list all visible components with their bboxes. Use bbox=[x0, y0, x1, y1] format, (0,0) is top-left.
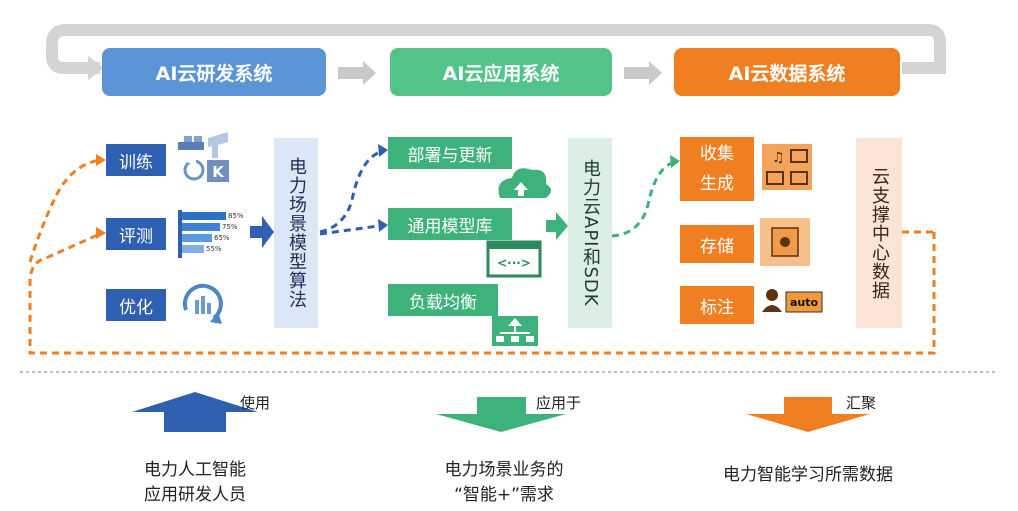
svg-text:♫: ♫ bbox=[772, 150, 785, 166]
data-step-label: 标注 bbox=[680, 286, 754, 324]
bar-label-75: 75% bbox=[222, 223, 238, 231]
svg-text:<···>: <···> bbox=[497, 256, 531, 270]
optimize-icon bbox=[182, 283, 223, 324]
footer-middle-label: 应用于 bbox=[536, 394, 582, 412]
green-dashed bbox=[611, 161, 673, 238]
gray-arrow-2 bbox=[624, 61, 662, 85]
media-files-icon: ♫ bbox=[762, 144, 812, 190]
footer-down-arrow-orange bbox=[746, 397, 870, 432]
orange-head-2 bbox=[96, 227, 106, 239]
bar-label-55: 55% bbox=[206, 245, 222, 253]
step-optimization: 优化 bbox=[106, 289, 166, 321]
header-research: AI云研发系统 bbox=[102, 48, 326, 96]
footer-right-caption: 电力智能学习所需数据 bbox=[723, 465, 893, 485]
footer-up-arrow bbox=[132, 392, 258, 432]
blue-dashed-1 bbox=[319, 150, 381, 234]
auto-badge: auto bbox=[790, 296, 819, 309]
blue-arrow bbox=[250, 216, 274, 248]
bar-chart-icon bbox=[178, 210, 226, 258]
data-step-collect: 收集生成 bbox=[680, 137, 754, 201]
orange-dashed-curve-1 bbox=[28, 158, 101, 263]
bar-label-85: 85% bbox=[228, 212, 244, 220]
k-badge: K bbox=[212, 163, 225, 181]
footer-middle-caption-1: 电力场景业务的 bbox=[444, 460, 564, 480]
data-step-storage: 存储 bbox=[680, 225, 754, 263]
footer-left-caption-2: 应用研发人员 bbox=[144, 485, 246, 505]
api-sdk-box: 电力云API和SDK bbox=[568, 138, 612, 328]
bar-label-65: 65% bbox=[214, 234, 230, 242]
step-evaluation: 评测 bbox=[106, 218, 166, 250]
tensorflow-docker-icon bbox=[178, 132, 228, 181]
gray-arrow-1 bbox=[338, 61, 376, 85]
footer-left-label: 使用 bbox=[240, 394, 271, 412]
header-data: AI云数据系统 bbox=[674, 48, 900, 96]
app-step-deploy: 部署与更新 bbox=[388, 137, 512, 169]
keras-icon: K bbox=[207, 160, 229, 182]
loop-arrowhead bbox=[88, 56, 104, 80]
app-step-model-library: 通用模型库 bbox=[388, 208, 512, 240]
green-arrow bbox=[546, 212, 568, 240]
orange-dashed-loop bbox=[28, 231, 936, 355]
load-balance-icon bbox=[492, 316, 538, 346]
code-window-icon: <···> bbox=[486, 240, 542, 278]
footer-left-caption-1: 电力人工智能 bbox=[144, 460, 246, 480]
data-step-collect-label: 收集生成 bbox=[700, 144, 734, 194]
blue-dashed-2 bbox=[319, 224, 379, 236]
step-training: 训练 bbox=[106, 144, 166, 176]
data-center-box: 云支撑中心数据 bbox=[856, 138, 902, 328]
footer-middle-caption-2: “智能+”需求 bbox=[454, 485, 554, 505]
orange-head-1 bbox=[96, 154, 106, 166]
blue-head-1 bbox=[378, 144, 388, 157]
header-application: AI云应用系统 bbox=[390, 48, 612, 96]
storage-chip-icon bbox=[760, 218, 810, 266]
blue-head-2 bbox=[378, 219, 388, 232]
cloud-upload-icon bbox=[498, 168, 551, 198]
algorithm-box: 电力场景模型算法 bbox=[274, 138, 318, 328]
app-step-load-balancing: 负载均衡 bbox=[388, 284, 498, 316]
label-person-icon: auto bbox=[762, 289, 823, 313]
footer-right-label: 汇聚 bbox=[846, 394, 877, 412]
loop-arrow bbox=[46, 24, 946, 74]
green-head bbox=[670, 155, 680, 168]
footer-down-arrow-green bbox=[436, 397, 566, 432]
